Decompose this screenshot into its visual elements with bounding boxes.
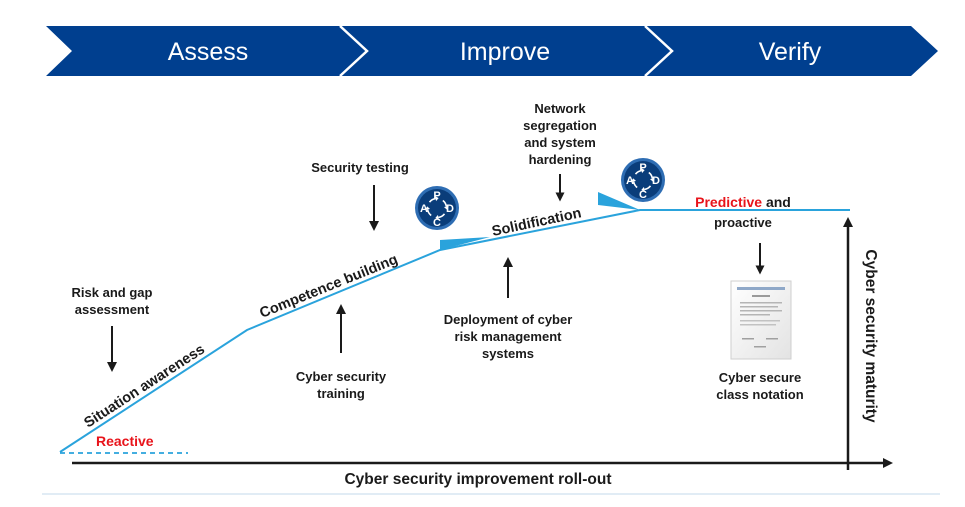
pdca-letter: D (446, 203, 454, 215)
phase-chevron-assess (46, 26, 372, 76)
chevron-divider (339, 25, 369, 77)
step-wedge (598, 192, 640, 210)
annotation-risk-gap: Risk and gap assessment (72, 285, 153, 372)
pdca-letter: A (626, 175, 634, 187)
stage-label-situation-awareness: Situation awareness (81, 342, 207, 432)
predictive-highlight: Predictive (695, 194, 762, 210)
end-state-and: and (762, 194, 791, 210)
phase-chevron-verify (645, 26, 938, 76)
phase-label-verify: Verify (759, 38, 822, 66)
pdca-arrow (442, 199, 448, 207)
pdca-arrow (634, 169, 642, 175)
pdca-arrow (438, 213, 446, 219)
pdca-arrowhead (641, 186, 645, 192)
pdca-arrowhead (435, 196, 439, 202)
annotation-text: Network (534, 101, 586, 116)
annotation-network: Network segregation and system hardening (523, 101, 597, 202)
annotation-deployment: Deployment of cyber risk management syst… (444, 257, 573, 361)
annotation-notation: Cyber secure class notation (716, 243, 804, 402)
phase-banner: Assess Improve Verify (46, 25, 938, 77)
pdca-letter: C (433, 217, 441, 229)
annotation-text: systems (482, 346, 534, 361)
phase-chevron-improve (340, 26, 677, 76)
end-state-line1: Predictive and (695, 194, 791, 210)
y-axis-label: Cyber security maturity (862, 249, 879, 423)
x-axis-label: Cyber security improvement roll-out (344, 471, 611, 488)
pdca-arrow (428, 197, 436, 203)
annotation-security-testing: Security testing (311, 160, 409, 231)
annotation-text: training (317, 386, 365, 401)
annotation-text: class notation (716, 387, 803, 402)
annotation-text: segregation (523, 118, 597, 133)
chevron-divider (644, 25, 674, 77)
annotation-text: Risk and gap (72, 285, 153, 300)
annotation-text: hardening (529, 152, 592, 167)
reactive-label: Reactive (96, 433, 154, 449)
phase-label-improve: Improve (460, 38, 550, 66)
pdca-arrow (648, 171, 654, 179)
pdca-arrow (426, 209, 432, 217)
phase-label-assess: Assess (168, 38, 249, 66)
axes: Cyber security improvement roll-out Cybe… (72, 217, 893, 488)
pdca-letter: P (433, 190, 440, 202)
end-state-line2: proactive (714, 215, 772, 230)
pdca-letter: A (420, 203, 428, 215)
annotation-text: Cyber security (296, 369, 387, 384)
pdca-letter: P (639, 162, 646, 174)
pdca-arrowhead (631, 178, 637, 182)
step-wedge (440, 237, 490, 250)
pdca-inner (624, 161, 662, 199)
pdca-arrowhead (649, 178, 655, 182)
pdca-arrow (632, 181, 638, 189)
pdca-arrowhead (435, 214, 439, 220)
stage-label-competence-building: Competence building (258, 252, 401, 322)
annotation-text: risk management (455, 329, 563, 344)
pdca-arrowhead (641, 168, 645, 174)
annotation-training: Cyber security training (296, 304, 387, 401)
pdca-arrowhead (443, 206, 449, 210)
annotation-text: Security testing (311, 160, 409, 175)
pdca-inner (418, 189, 456, 227)
annotation-text: and system (524, 135, 596, 150)
pdca-letter: D (652, 175, 660, 187)
maturity-curve (59, 192, 850, 454)
pdca-letter: C (639, 189, 647, 201)
annotation-text: assessment (75, 302, 150, 317)
annotation-text: Deployment of cyber (444, 312, 573, 327)
pdca-arrowhead (425, 206, 431, 210)
pdca-arrow (644, 185, 652, 191)
annotation-text: Cyber secure (719, 370, 801, 385)
stage-label-solidification: Solidification (491, 205, 583, 240)
certificate-document-icon (730, 280, 792, 360)
